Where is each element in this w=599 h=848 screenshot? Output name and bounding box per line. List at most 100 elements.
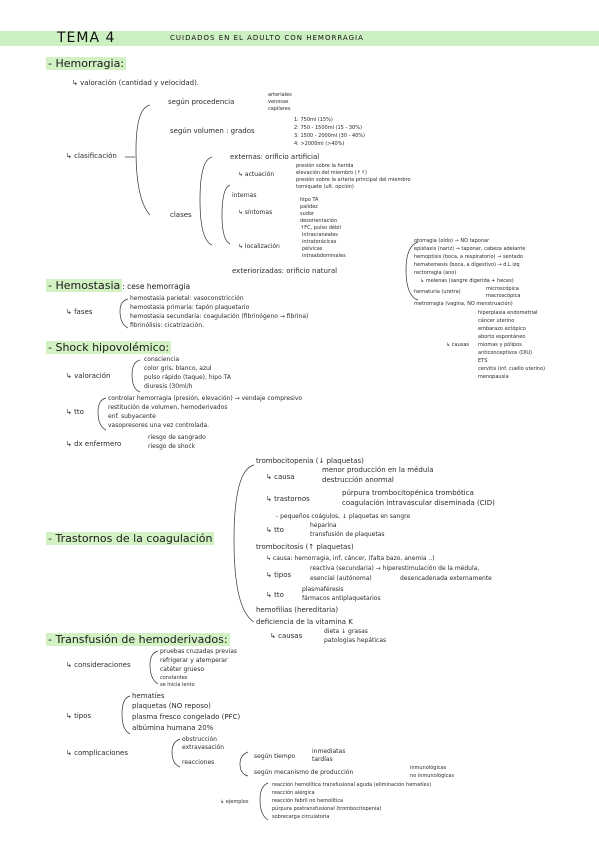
sintomas-item: ↑FC, pulso débil xyxy=(300,225,341,231)
causas-item: miomas y pólipos xyxy=(478,342,522,348)
hematuria-label: hematuria (uretra) xyxy=(414,289,461,295)
transf-tipos-item: hematíes xyxy=(132,692,165,700)
actuacion-item: presión sobre la arteria principal del m… xyxy=(296,177,411,183)
page-title: TEMA 4 xyxy=(57,30,116,46)
volumen-label: según volumen : grados xyxy=(170,127,255,135)
volumen-item: 3: 1500 - 2000ml (30 - 40%) xyxy=(294,133,366,139)
externas-label: externas: orificio artificial xyxy=(230,153,320,161)
causas-label: ↳ causas xyxy=(446,342,470,348)
section-transfusion: - Transfusión de hemoderivados: xyxy=(46,633,230,646)
trombocitopenia: trombocitopenia (↓ plaquetas) xyxy=(256,457,364,465)
coag-trastornos-label: ↳ trastornos xyxy=(266,495,310,503)
natural-item: otorragia (oído) → NO taponar xyxy=(414,238,490,244)
volumen-item: 4: >2000ml (>40%) xyxy=(294,141,345,147)
shock-valoracion-item: color gris, blanco, azul xyxy=(144,365,212,372)
transf-tiempo-item: tardías xyxy=(312,756,333,763)
causas-item: menopausia xyxy=(478,374,509,380)
transf-ejemplos-item: púrpura postransfusional (trombocitopeni… xyxy=(272,806,382,812)
hemostasia-item: hemostasia primaria: tapón plaquetario xyxy=(130,304,250,311)
hemorragia-valoracion: ↳ valoración (cantidad y velocidad). xyxy=(72,79,200,87)
coag-tto1-item: heparina xyxy=(310,522,337,529)
sintomas-item: hipo TA xyxy=(300,197,319,203)
hemostasia-fases: ↳ fases xyxy=(66,308,93,316)
coag-tipos-item: esencial (autónoma) xyxy=(310,575,372,582)
coag-tto1-item: transfusión de plaquetas xyxy=(310,531,385,538)
melenas: ↳ melenas (sangre digerida + heces) xyxy=(420,278,514,284)
coag-tto2-item: fármacos antiplaquetarios xyxy=(302,595,381,602)
coag-vcausas-label: ↳ causas xyxy=(270,632,303,640)
transf-ejemplos-item: sobrecarga circulatoria xyxy=(272,814,330,820)
shock-valoracion-item: pulso rápido (taque), hipo TA xyxy=(144,374,231,381)
causas-item: hiperplasia endometrial xyxy=(478,310,538,316)
hemostasia-item: hemostasia parietal: vasoconstricción xyxy=(130,295,244,302)
internas-label: internas xyxy=(232,192,257,199)
transf-mecanismo-label: según mecanismo de producción xyxy=(254,769,354,776)
shock-dx-item: riesgo de sangrado xyxy=(148,434,206,441)
coag-tto1-label: ↳ tto xyxy=(266,526,284,534)
causas-item: anticonceptivos (DIU) xyxy=(478,350,533,356)
coag-vcausas-item: patologías hepáticas xyxy=(324,637,387,644)
sintomas-item: sudor xyxy=(300,211,315,217)
transf-consideraciones-item: pruebas cruzadas previas xyxy=(160,648,238,655)
procedencia-item: arteriales xyxy=(268,92,292,98)
coag-causa-item: menor producción en la médula xyxy=(322,466,434,474)
transf-consideraciones-item: constantes xyxy=(160,675,188,681)
transf-complicaciones-item: obstrucción xyxy=(182,736,217,743)
localizacion-item: pélvicas xyxy=(302,246,323,252)
coag-pequenos: - pequeños coágulos, ↓ plaquetas en sang… xyxy=(276,513,411,520)
procedencia-item: venosas xyxy=(268,99,289,105)
shock-tto-item: controlar hemorragia (presión, elevación… xyxy=(108,395,303,402)
actuacion-label: ↳ actuación xyxy=(238,171,275,178)
transf-consideraciones-label: ↳ consideraciones xyxy=(66,661,131,669)
transf-ejemplos-label: ↳ ejemplos xyxy=(220,799,249,805)
metrorragia: metrorragia (vagina, NO menstruación) xyxy=(414,301,513,307)
actuacion-item: presión sobre la herida xyxy=(296,163,354,169)
trombocitosis: trombocitosis (↑ plaquetas) xyxy=(256,543,354,551)
actuacion-item: torniquete (ult. opción) xyxy=(296,184,354,190)
sintomas-item: palidez xyxy=(300,204,318,210)
page-subtitle: CUIDADOS EN EL ADULTO CON HEMORRAGIA xyxy=(170,34,364,42)
clases-label: clases xyxy=(170,211,192,219)
causas-item: cáncer uterino xyxy=(478,318,515,324)
coag-tipos-item: reactiva (secundaria) → hiperestimulació… xyxy=(310,565,480,572)
hematuria-item: microscópica xyxy=(486,286,519,292)
hemostasia-item: hemostasia secundaria: coagulación (fibr… xyxy=(130,313,309,320)
sintomas-item: desorientación xyxy=(300,218,337,224)
section-hemostasia: - Hemostasia: cese hemorragia xyxy=(46,279,191,292)
hematuria-item: macroscópica xyxy=(486,293,521,299)
shock-valoracion-item: diuresis (30ml/h xyxy=(144,383,193,390)
transf-complicaciones-item: reacciones xyxy=(182,759,215,766)
natural-item: epistaxis (nariz) → taponar, cabeza adel… xyxy=(414,246,526,252)
natural-item: hemoptisis (boca, a respiratorio) → sent… xyxy=(414,254,523,260)
section-coagulacion: - Trastornos de la coagulación xyxy=(46,532,215,545)
coag-trastornos-item: coagulación intravascular diseminada (CI… xyxy=(342,499,495,507)
actuacion-item: elevación del miembro (↑↑) xyxy=(296,170,368,176)
volumen-item: 1: 750ml (15%) xyxy=(294,117,333,123)
coag-causa-label: ↳ causa xyxy=(266,473,295,481)
natural-item: hematemesis (boca, a digestivo) → d.L iz… xyxy=(414,262,520,268)
coag-tto2-label: ↳ tto xyxy=(266,591,284,599)
causas-item: aborto espontáneo xyxy=(478,334,526,340)
vitamina-k: deficiencia de la vitamina K xyxy=(256,618,353,626)
procedencia-item: capilares xyxy=(268,106,291,112)
localizacion-item: intratorácicas xyxy=(302,239,337,245)
transf-consideraciones-item: se inicia lento xyxy=(160,682,195,688)
transf-mecanismo-item: inmunológicas xyxy=(410,765,447,771)
coag-tcausa: ↳ causa: hemorragia, inf, cáncer, (falta… xyxy=(266,555,435,562)
coag-tto2-item: plasmaféresis xyxy=(302,586,344,593)
procedencia-label: según procedencia xyxy=(168,98,235,106)
transf-consideraciones-item: catéter grueso xyxy=(160,666,205,673)
transf-complicaciones-label: ↳ complicaciones xyxy=(66,749,128,757)
localizacion-label: ↳ localización xyxy=(238,243,280,250)
transf-mecanismo-item: no inmunológicas xyxy=(410,773,455,779)
transf-consideraciones-item: refrigerar y atemperar xyxy=(160,657,228,664)
localizacion-item: intracraneales xyxy=(302,232,338,238)
transf-tipos-item: albúmina humana 20% xyxy=(132,724,214,732)
causas-item: ETS xyxy=(478,358,488,364)
sintomas-label: ↳ síntomas xyxy=(238,209,273,216)
coag-tipos-label: ↳ tipos xyxy=(266,571,292,579)
coag-trastornos-item: púrpura trombocitopénica trombótica xyxy=(342,489,474,497)
exteriorizadas-label: exteriorizadas: orificio natural xyxy=(232,267,338,275)
transf-complicaciones-item: extravasación xyxy=(182,744,225,751)
